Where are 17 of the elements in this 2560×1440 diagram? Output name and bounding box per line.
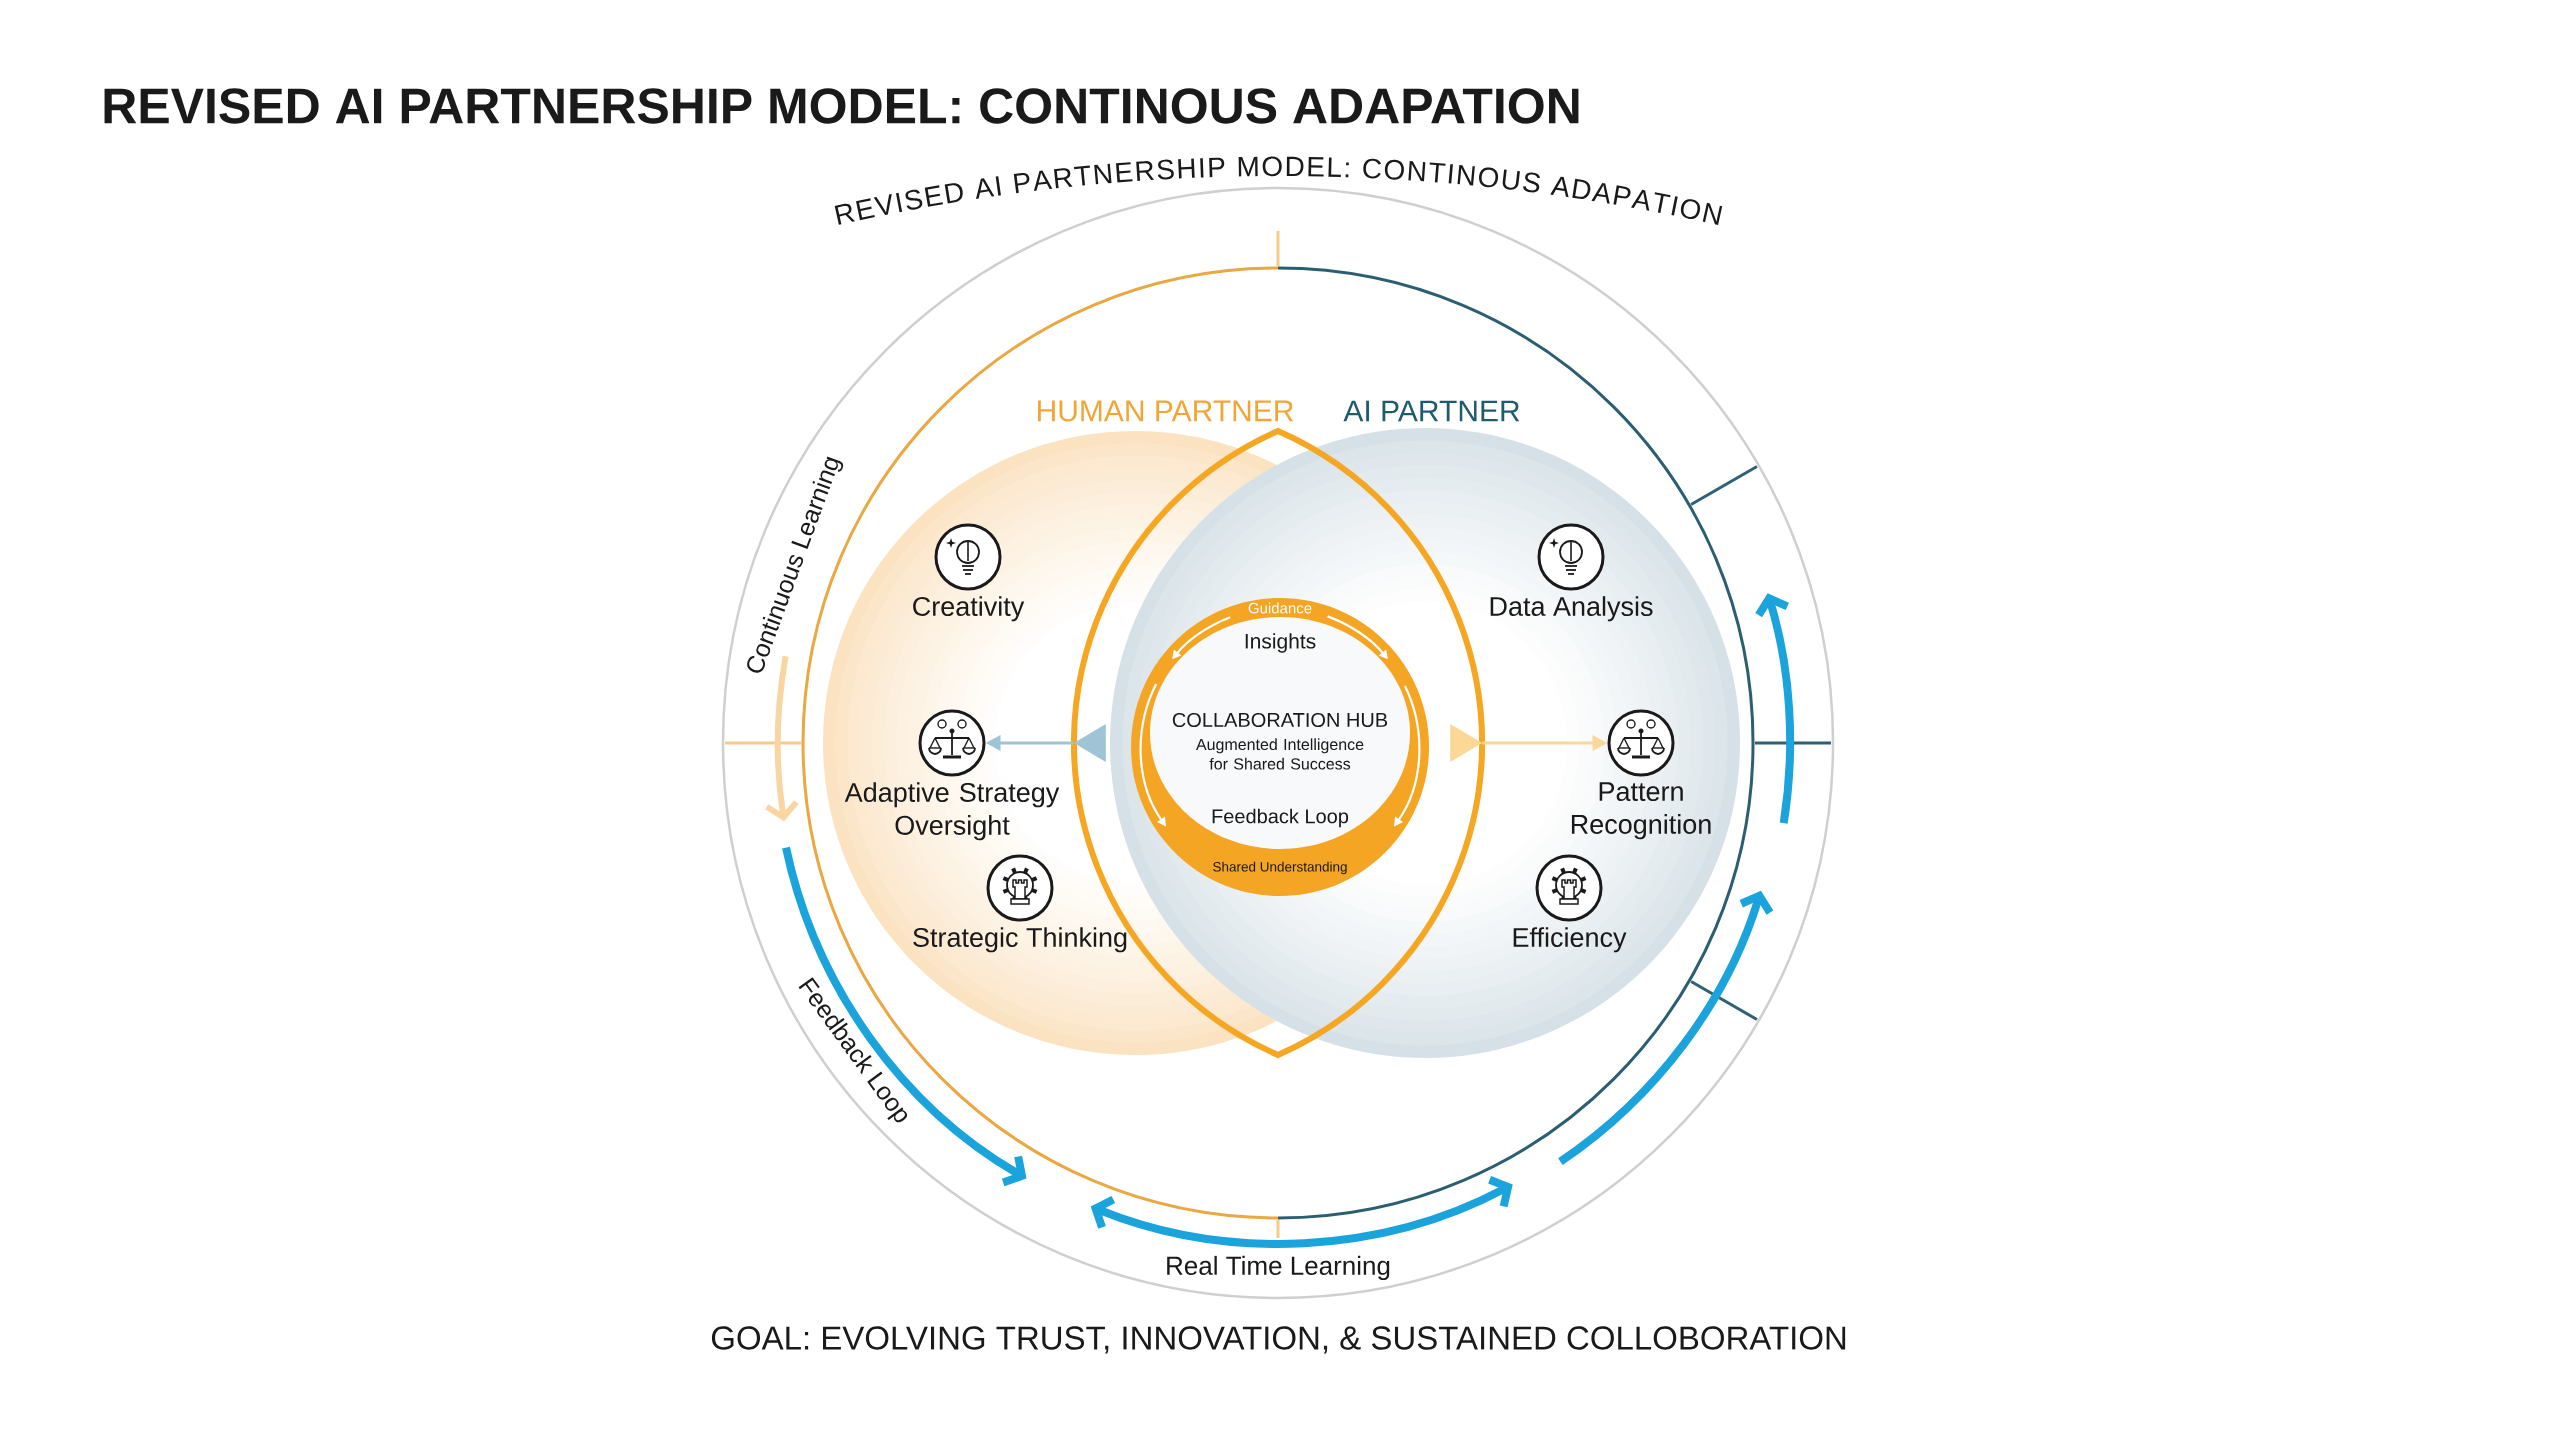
circle-heading: AI PARTNER bbox=[1343, 400, 1520, 422]
hub-subtitle: Augmented Intelligence for Shared Success bbox=[1196, 738, 1364, 770]
ring-label: Guidance bbox=[1248, 602, 1312, 614]
item-label: Data Analysis bbox=[1490, 596, 1653, 622]
hub-title: COLLABORATION HUB bbox=[1172, 712, 1388, 728]
item-label: Strategic Thinking bbox=[913, 927, 1127, 953]
caption: GOAL: EVOLVING TRUST, INNOVATION, & SUSTAINED COLLOBORATION bbox=[711, 1326, 1846, 1354]
item-label: Creativity bbox=[913, 596, 1025, 622]
item-label: Pattern Recognition bbox=[1571, 782, 1711, 840]
ring-label: Real Time Learning bbox=[1167, 1255, 1390, 1281]
item-label: Adaptive Strategy Oversight bbox=[844, 782, 1060, 841]
title: REVISED AI PARTNERSHIP MODEL: CONTINOUS ADAPATION bbox=[104, 88, 1579, 124]
ring-label: Shared Understanding bbox=[1213, 861, 1347, 875]
hub-label: Feedback Loop bbox=[1212, 808, 1349, 828]
item-label: Efficiency bbox=[1513, 927, 1627, 953]
hub-label: Insights bbox=[1245, 633, 1316, 653]
circle-heading: HUMAN PARTNER bbox=[1038, 400, 1294, 422]
